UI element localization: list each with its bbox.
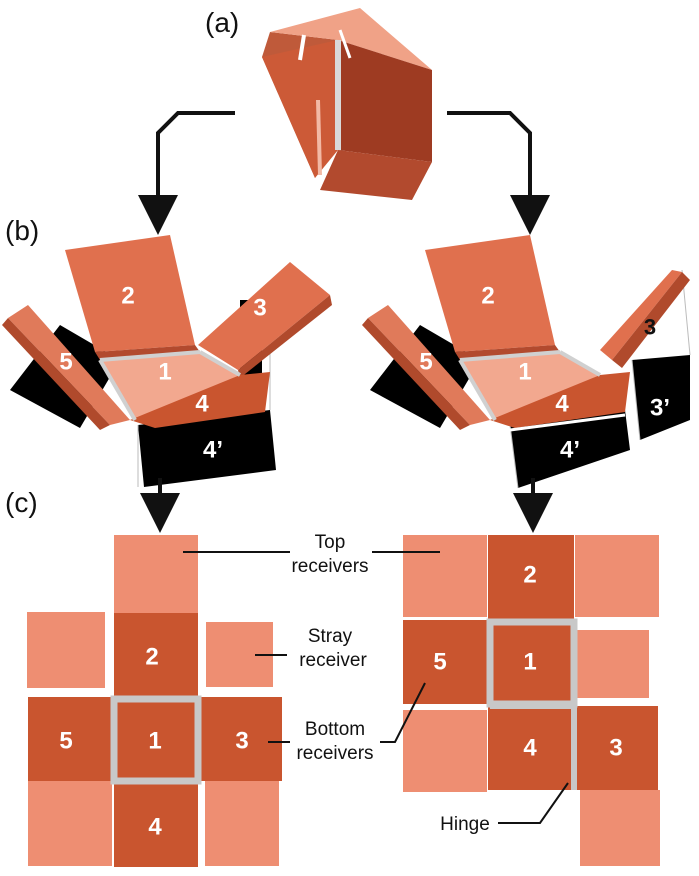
panel-3-layout-left (198, 697, 282, 781)
panel-1-layout-left (114, 699, 198, 781)
panel-1 (100, 352, 240, 420)
callout-top-line2: receivers (291, 556, 368, 577)
folded-cube (262, 8, 432, 200)
num-5-left-b: 5 (59, 349, 72, 376)
num-4-left-b: 4 (195, 391, 209, 418)
panel-2 (65, 235, 195, 352)
panel-2-layout-left (114, 613, 198, 697)
panel-1-right (460, 352, 600, 420)
num-3-right-b: 3 (644, 315, 656, 340)
layout-right (403, 535, 660, 866)
num-2-right-b: 2 (481, 283, 494, 310)
arrow-a-to-left (138, 111, 235, 235)
num-2-left-b: 2 (121, 283, 134, 310)
num-4-right-b: 4 (555, 391, 569, 418)
callout-stray-line2: receiver (299, 650, 367, 671)
shadow-3-prime (632, 355, 690, 440)
panel-3 (198, 262, 330, 370)
panel-3-right (600, 270, 682, 360)
top-receiver-right (403, 535, 487, 617)
callout-bottom-line1: Bottom (305, 719, 365, 740)
panel-4-layout-right (488, 706, 574, 790)
panel-3-layout-right (574, 706, 658, 790)
panel-4-layout-left (114, 781, 198, 867)
num-4p-right-b: 4’ (560, 437, 580, 464)
label-a: (a) (205, 7, 239, 38)
num-4p-left-b: 4’ (203, 437, 223, 464)
panel-5-layout-left (28, 697, 112, 781)
panel-5 (8, 305, 130, 425)
receiver-bl (28, 780, 112, 866)
num-3-left-c: 3 (235, 728, 248, 755)
num-2-left-c: 2 (145, 644, 158, 671)
num-1-left-b: 1 (158, 359, 171, 386)
panel-1-layout-right (490, 622, 574, 704)
shadow-4-prime-right (510, 410, 630, 488)
callout-top-line1: Top (315, 532, 346, 553)
callout-bottom-line2: receivers (296, 743, 373, 764)
num-4-right-c: 4 (523, 735, 537, 762)
num-3p-right-b: 3’ (650, 395, 670, 422)
hinge-frame-left (110, 695, 202, 785)
num-1-left-c: 1 (148, 728, 161, 755)
num-1-right-b: 1 (518, 359, 531, 386)
num-5-right-b: 5 (419, 349, 432, 376)
num-1-right-c: 1 (523, 649, 536, 676)
num-5-left-c: 5 (59, 728, 72, 755)
panel-2-layout-right (488, 535, 574, 619)
panel-5-layout-right (403, 620, 487, 704)
num-2-right-c: 2 (523, 562, 536, 589)
callout-lines (183, 551, 569, 824)
num-4-left-c: 4 (148, 814, 162, 841)
num-3-left-b: 3 (253, 295, 266, 322)
top-receiver-left (114, 535, 198, 613)
unfolded-cube-right (362, 235, 691, 489)
panel-4 (130, 372, 270, 428)
receiver-tl (27, 612, 105, 688)
label-c: (c) (5, 487, 38, 518)
label-b: (b) (5, 215, 39, 246)
receiver-br (205, 780, 279, 866)
panel-2-right (425, 235, 555, 352)
arrow-a-to-right (447, 111, 550, 235)
panel-5-right (368, 305, 490, 425)
unfolded-cube-left (2, 235, 332, 487)
layout-left (27, 535, 282, 867)
callout-hinge: Hinge (440, 814, 490, 835)
panel-4-right (490, 372, 630, 428)
callout-stray-line1: Stray (308, 626, 353, 647)
num-3-right-c: 3 (609, 735, 622, 762)
num-5-right-c: 5 (433, 649, 446, 676)
shadow-4-prime (138, 410, 276, 487)
